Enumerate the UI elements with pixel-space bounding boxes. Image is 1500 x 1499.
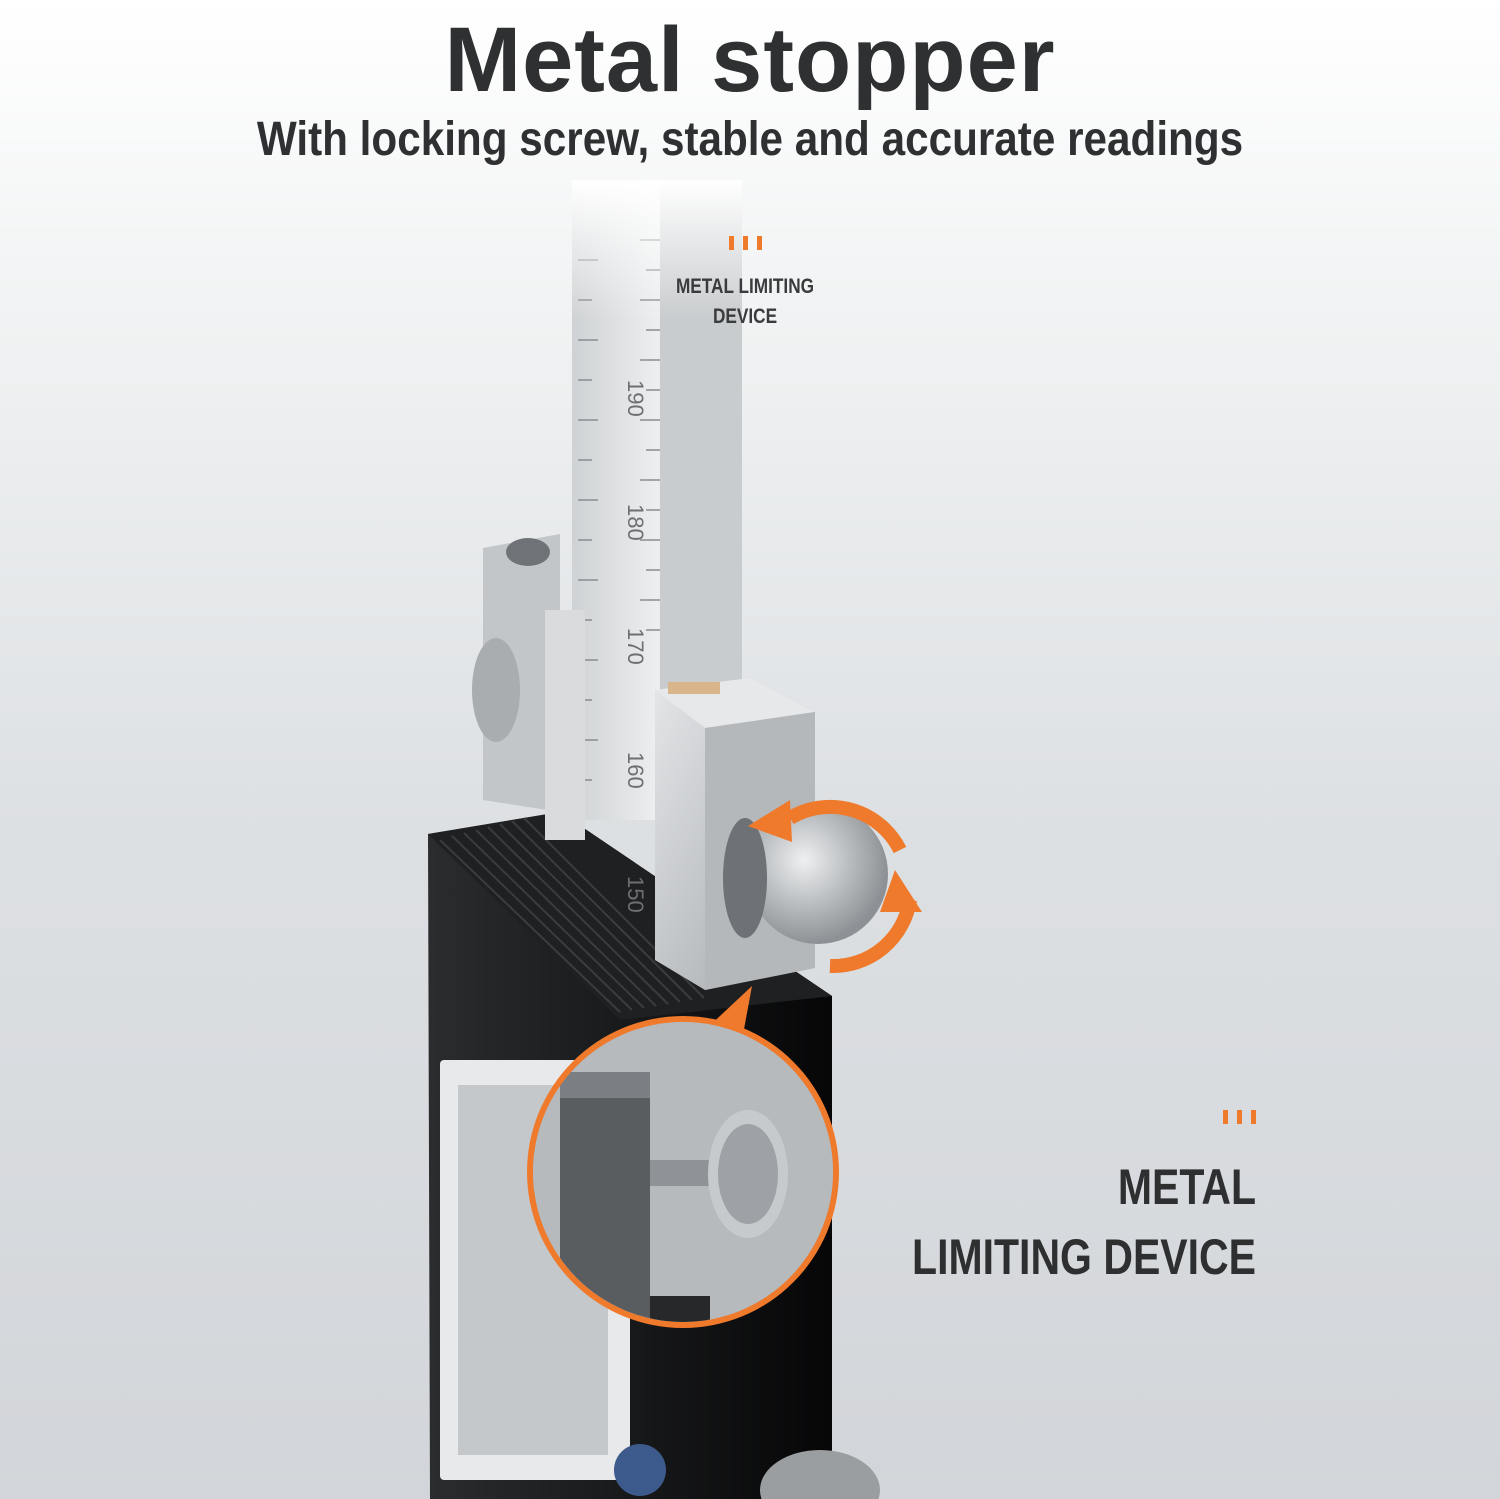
accent-dashes (650, 236, 840, 250)
zoom-callout (527, 986, 839, 1328)
callout-small: METAL LIMITING DEVICE (650, 236, 840, 332)
page-title: Metal stopper (444, 9, 1056, 111)
callout-large-line2: LIMITING DEVICE (912, 1229, 1256, 1285)
locking-knob (748, 804, 888, 944)
slider-bracket (472, 534, 585, 840)
accent-dashes (836, 1110, 1256, 1124)
callout-large: METAL LIMITING DEVICE (836, 1110, 1256, 1292)
page-subtitle: With locking screw, stable and accurate … (256, 113, 1244, 166)
blue-button (614, 1444, 666, 1496)
callout-small-label: METAL LIMITING DEVICE (667, 272, 823, 332)
callout-large-line1: METAL (1117, 1159, 1256, 1215)
stopper-block (655, 678, 922, 990)
callout-small-line1: METAL LIMITING (675, 275, 815, 298)
callout-small-line2: DEVICE (712, 305, 778, 328)
